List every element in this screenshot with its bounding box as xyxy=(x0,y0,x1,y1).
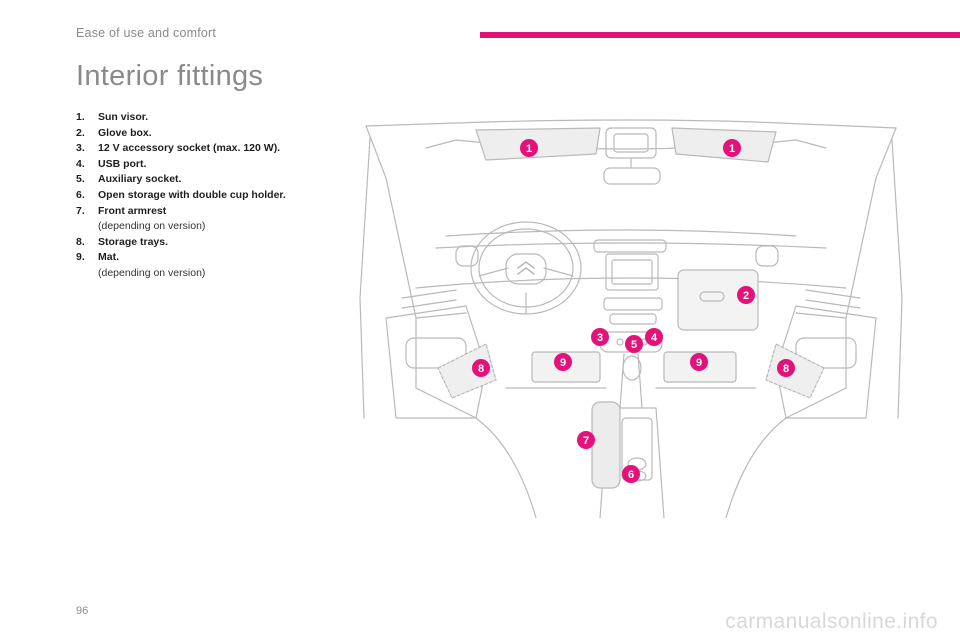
legend-item: 5.Auxiliary socket. xyxy=(76,173,182,186)
legend-item: 4.USB port. xyxy=(76,157,147,170)
section-header: Ease of use and comfort xyxy=(76,26,217,40)
svg-text:6: 6 xyxy=(628,469,634,481)
watermark: carmanualsonline.info xyxy=(725,610,938,633)
callout-marker: 5 xyxy=(625,335,643,353)
legend-item: 6.Open storage with double cup holder. xyxy=(76,188,286,201)
callout-marker: 9 xyxy=(554,353,572,371)
svg-text:7: 7 xyxy=(583,435,589,447)
svg-text:3: 3 xyxy=(597,332,603,344)
interior-illustration: 1 1 2 3 4 5 6 7 8 8 9 9 xyxy=(359,119,903,518)
legend-item: 2.Glove box. xyxy=(76,126,152,139)
svg-text:1: 1 xyxy=(526,143,532,155)
legend-item: 7.Front armrest(depending on version) xyxy=(76,204,206,233)
callout-marker: 2 xyxy=(737,286,755,304)
svg-text:9: 9 xyxy=(560,357,566,369)
callout-marker: 3 xyxy=(591,328,609,346)
legend-item: 9.Mat.(depending on version) xyxy=(76,251,206,279)
callout-marker: 1 xyxy=(723,139,741,157)
svg-text:8: 8 xyxy=(783,363,789,375)
svg-text:4: 4 xyxy=(651,332,658,344)
callout-marker: 8 xyxy=(777,359,795,377)
svg-text:2: 2 xyxy=(743,290,749,302)
callout-marker: 1 xyxy=(520,139,538,157)
page-title: Interior fittings xyxy=(76,60,264,92)
legend-list: 1.Sun visor. 2.Glove box. 3.12 V accesso… xyxy=(76,110,356,282)
svg-text:5: 5 xyxy=(631,339,637,351)
callout-marker: 8 xyxy=(472,359,490,377)
header-accent-bar xyxy=(480,32,960,38)
svg-text:9: 9 xyxy=(696,357,702,369)
legend-item: 1.Sun visor. xyxy=(76,111,149,123)
page-number: 96 xyxy=(76,605,89,617)
legend-item: 8.Storage trays. xyxy=(76,235,169,248)
callout-marker: 9 xyxy=(690,353,708,371)
svg-text:1: 1 xyxy=(729,143,735,155)
callout-marker: 4 xyxy=(645,328,663,346)
callout-marker: 7 xyxy=(577,431,595,449)
svg-text:8: 8 xyxy=(478,363,484,375)
legend-item: 3.12 V accessory socket (max. 120 W). xyxy=(76,142,281,155)
callout-marker: 6 xyxy=(622,465,640,483)
